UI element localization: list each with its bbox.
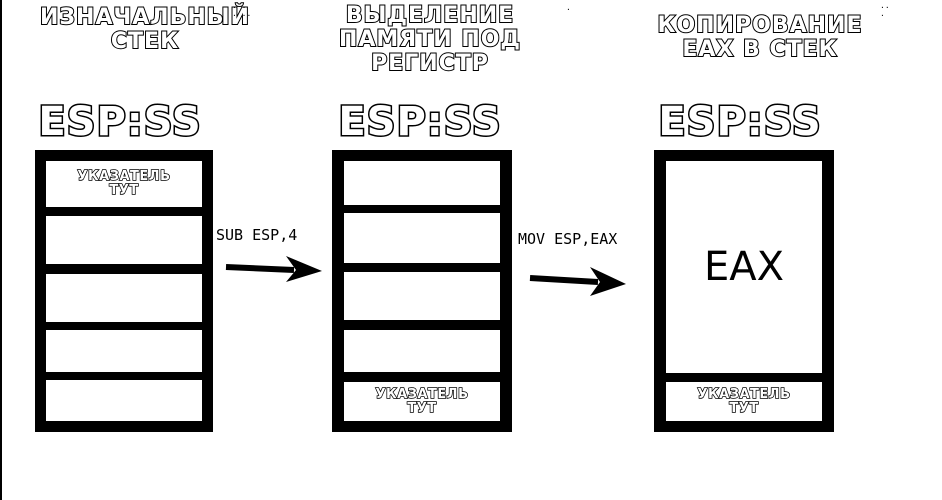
transition-1-instruction: SUB ESP,4 xyxy=(216,226,298,244)
column-3-pointer-label-line-1: УКАЗАТЕЛЬ xyxy=(697,386,791,402)
column-1-stack-cell xyxy=(46,216,202,264)
column-3-pointer-label-line-2: ТУТ xyxy=(729,400,759,416)
column-1-stack-cell xyxy=(46,274,202,322)
column-3-register-label: ESP:SS xyxy=(657,99,822,146)
transition-2-instruction: MOV ESP,EAX xyxy=(518,230,618,248)
column-2-title-line-1: ВЫДЕЛЕНИЕ xyxy=(345,3,515,29)
column-3-eax-label: EAX xyxy=(703,244,785,290)
column-2-stack: УКАЗАТЕЛЬ ТУТ xyxy=(332,150,512,432)
transition-1-arrow-icon xyxy=(225,256,322,282)
column-2-stack-cell xyxy=(344,330,500,372)
column-3-stack: EAX УКАЗАТЕЛЬ ТУТ xyxy=(654,150,834,432)
column-3-title-line-2: EAX В СТЕК xyxy=(681,37,838,63)
column-1-title: ИЗНАЧАЛЬНЫЙ СТЕК xyxy=(20,5,270,55)
column-2-pointer-label-line-1: УКАЗАТЕЛЬ xyxy=(375,386,469,402)
column-3-title-line-1: КОПИРОВАНИЕ xyxy=(657,13,863,39)
speck-marks: . ..​ .. xyxy=(232,1,252,18)
left-border-line xyxy=(0,0,2,500)
column-3-pointer-cell: УКАЗАТЕЛЬ ТУТ xyxy=(666,382,822,421)
column-2-stack-cell xyxy=(344,272,500,320)
column-1-stack-cell xyxy=(46,330,202,372)
column-3-title: КОПИРОВАНИЕ EAX В СТЕК xyxy=(625,13,895,63)
column-2-title-line-3: РЕГИСТР xyxy=(370,51,489,77)
speck-marks: ... xyxy=(880,1,890,18)
column-2-pointer-label-line-2: ТУТ xyxy=(407,400,437,416)
column-2-title: ВЫДЕЛЕНИЕ ПАМЯТИ ПОД РЕГИСТР xyxy=(320,3,540,77)
speck-marks: . xyxy=(566,3,571,12)
column-2-title-line-2: ПАМЯТИ ПОД xyxy=(338,27,522,53)
column-2-stack-cell xyxy=(344,161,500,205)
column-1-pointer-label-line-2: ТУТ xyxy=(109,183,139,199)
column-1-stack: УКАЗАТЕЛЬ ТУТ xyxy=(35,150,213,432)
column-1-pointer-label-line-1: УКАЗАТЕЛЬ xyxy=(77,169,171,185)
transition-2-arrow-icon xyxy=(529,267,626,296)
column-1-title-line-1: ИЗНАЧАЛЬНЫЙ xyxy=(39,5,250,31)
column-1-register-label: ESP:SS xyxy=(37,99,202,146)
column-1-stack-cell xyxy=(46,380,202,421)
column-1-title-line-2: СТЕК xyxy=(110,29,180,55)
column-3-eax-cell: EAX xyxy=(666,161,822,373)
column-2-pointer-cell: УКАЗАТЕЛЬ ТУТ xyxy=(344,382,500,421)
column-2-stack-cell xyxy=(344,213,500,263)
column-2-register-label: ESP:SS xyxy=(337,99,502,146)
column-1-pointer-cell: УКАЗАТЕЛЬ ТУТ xyxy=(46,161,202,207)
